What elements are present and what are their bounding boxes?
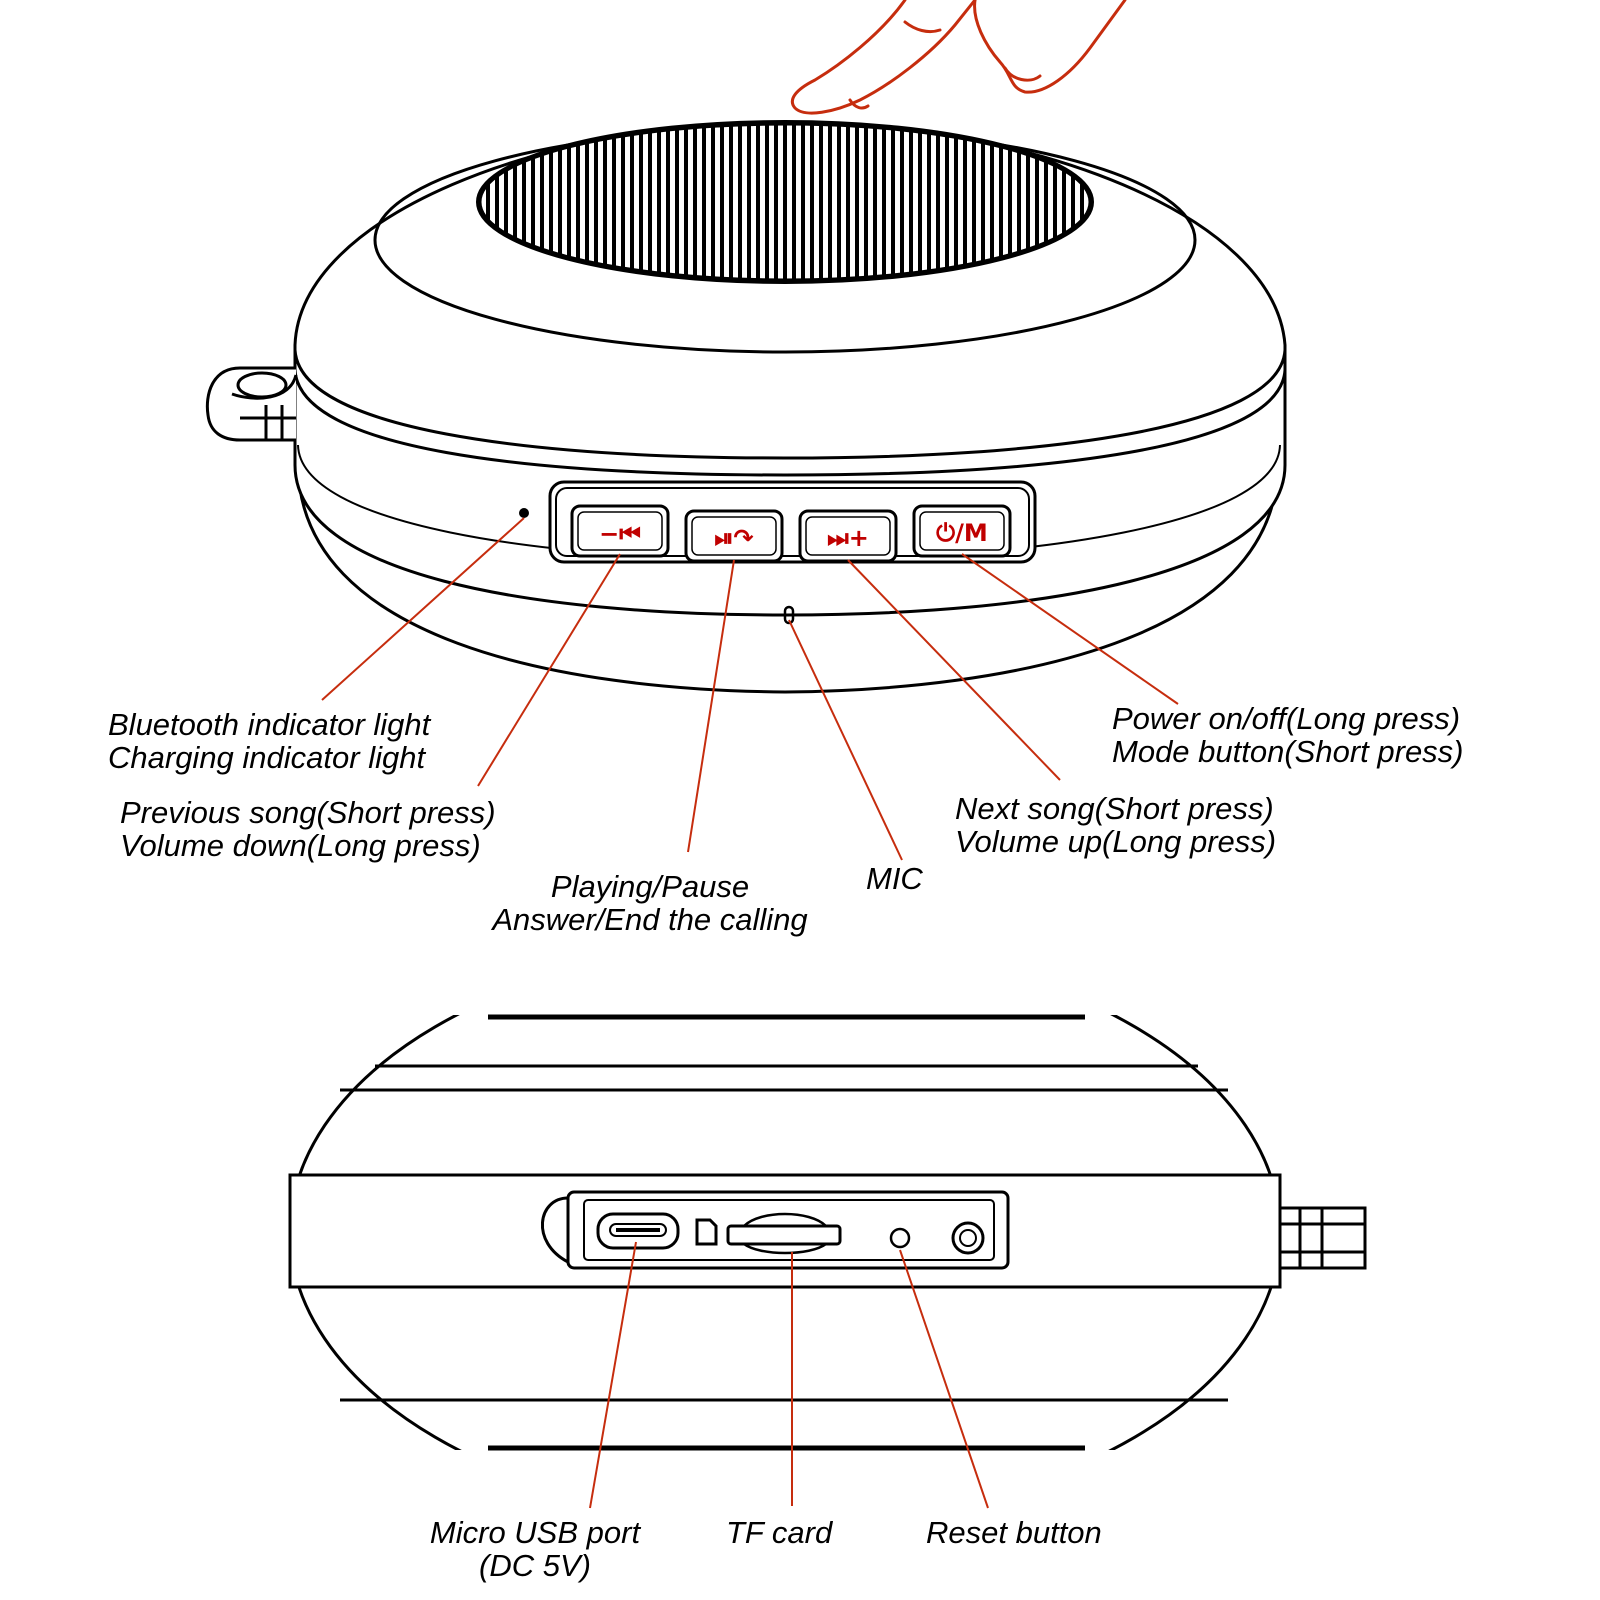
callout-lines-bottom bbox=[589, 1241, 989, 1509]
tf-card-slot bbox=[726, 1212, 842, 1255]
play-label-line1: Playing/Pause bbox=[550, 869, 750, 904]
power-mode-button-label: ⏻/M bbox=[936, 519, 988, 547]
play-pause-button-label: ⏯↷ bbox=[714, 524, 753, 552]
tf-card-icon bbox=[695, 1218, 718, 1246]
bluetooth-label-line2: Charging indicator light bbox=[108, 740, 426, 775]
reset-label-line1: Reset button bbox=[926, 1515, 1102, 1550]
port-panel-screw bbox=[951, 1221, 985, 1255]
next-button[interactable]: ⏭+ bbox=[798, 509, 898, 563]
tf-card-label: TF card bbox=[726, 1516, 832, 1549]
previous-label-line1: Previous song(Short press) bbox=[120, 795, 496, 830]
hand-icon bbox=[790, 0, 1127, 115]
play-pause-label: Playing/Pause Answer/End the calling bbox=[455, 870, 845, 936]
speaker-grille bbox=[478, 122, 1092, 282]
previous-song-label: Previous song(Short press) Volume down(L… bbox=[120, 796, 496, 862]
speaker-top-view bbox=[205, 120, 1287, 694]
prev-button-label: −⏮ bbox=[599, 520, 641, 548]
lanyard-loop-side bbox=[1278, 1206, 1367, 1270]
next-button-label: ⏭+ bbox=[827, 524, 869, 552]
mic-label: MIC bbox=[866, 862, 923, 895]
power-mode-label: Power on/off(Long press) Mode button(Sho… bbox=[1112, 702, 1464, 768]
callout-lines-top bbox=[321, 517, 1179, 861]
previous-label-line2: Volume down(Long press) bbox=[120, 828, 481, 863]
reset-button-hole bbox=[889, 1227, 911, 1249]
tf-label-line1: TF card bbox=[726, 1515, 833, 1550]
speaker-bottom-view bbox=[288, 1014, 1367, 1451]
play-pause-button[interactable]: ⏯↷ bbox=[684, 509, 784, 563]
next-label-line1: Next song(Short press) bbox=[955, 791, 1274, 826]
port-panel bbox=[566, 1190, 1010, 1270]
bluetooth-indicator-light bbox=[519, 508, 529, 518]
usb-label-line1: Micro USB port bbox=[429, 1515, 641, 1550]
next-label-line2: Volume up(Long press) bbox=[955, 824, 1277, 859]
power-label-line2: Mode button(Short press) bbox=[1112, 734, 1464, 769]
bluetooth-indicator-label: Bluetooth indicator light Charging indic… bbox=[108, 708, 430, 774]
power-mode-button[interactable]: ⏻/M bbox=[912, 504, 1012, 558]
lanyard-loop bbox=[205, 366, 298, 442]
mic-label-line1: MIC bbox=[866, 861, 923, 896]
play-label-line2: Answer/End the calling bbox=[492, 902, 808, 937]
micro-usb-port bbox=[596, 1212, 680, 1250]
usb-label-line2: (DC 5V) bbox=[479, 1548, 591, 1583]
next-song-label: Next song(Short press) Volume up(Long pr… bbox=[955, 792, 1276, 858]
port-panel-dome bbox=[540, 1196, 569, 1264]
bluetooth-label-line1: Bluetooth indicator light bbox=[108, 707, 431, 742]
mic-hole bbox=[783, 605, 795, 625]
power-label-line1: Power on/off(Long press) bbox=[1112, 701, 1461, 736]
prev-button[interactable]: −⏮ bbox=[570, 504, 670, 558]
reset-button-label: Reset button bbox=[926, 1516, 1102, 1549]
micro-usb-label: Micro USB port (DC 5V) bbox=[400, 1516, 670, 1582]
